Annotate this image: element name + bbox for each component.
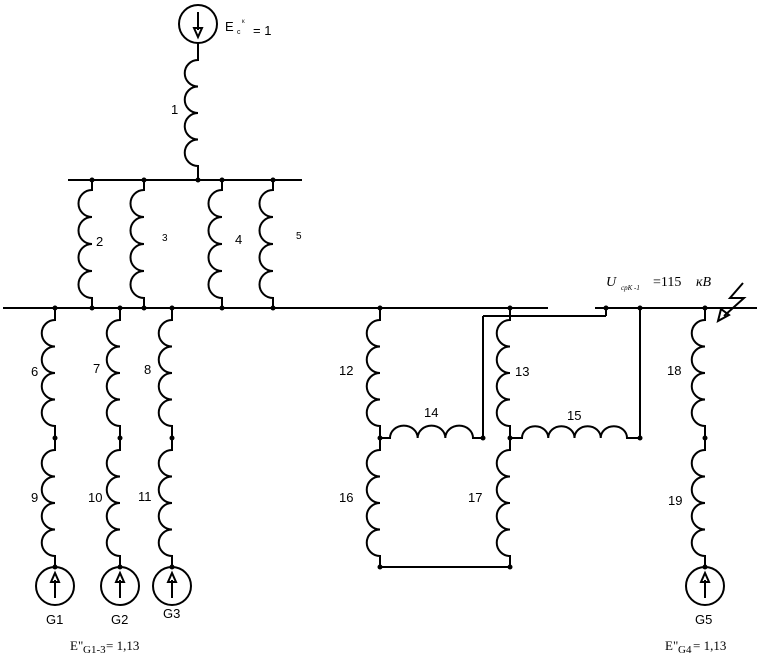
- junction-dot: [219, 305, 225, 311]
- junction-dot: [702, 435, 708, 441]
- element-label-17: 17: [468, 490, 482, 505]
- junction-dot: [52, 435, 58, 441]
- element-label-19: 19: [668, 493, 682, 508]
- element-label-6: 6: [31, 364, 38, 379]
- junction-dot: [117, 435, 123, 441]
- reactance-6: [40, 308, 56, 438]
- reactance-8: [157, 308, 173, 438]
- reactance-9: [40, 438, 56, 567]
- reactance-10: [105, 438, 121, 567]
- junctions: [52, 177, 708, 570]
- reactance-14: [380, 424, 483, 439]
- reactance-17: [495, 438, 511, 567]
- voltage-sub: срК -1: [621, 284, 640, 292]
- reactance-5: [258, 180, 274, 308]
- junction-dot: [89, 305, 95, 311]
- reactance-18: [690, 308, 706, 438]
- junction-dot: [507, 435, 513, 441]
- junction-dot: [52, 564, 58, 570]
- element-label-15: 15: [567, 408, 581, 423]
- wires: [3, 4, 757, 606]
- emf-g13-sub: G1-3: [83, 644, 106, 656]
- emf-g13-label: E": [70, 638, 83, 653]
- arrow-up-icon: [49, 570, 61, 583]
- arrow-up-icon: [114, 570, 126, 583]
- junction-dot: [52, 305, 58, 311]
- element-label-13: 13: [515, 364, 529, 379]
- voltage-symbol: U: [606, 275, 617, 290]
- element-label-1: 1: [171, 102, 178, 117]
- element-label-3: 3: [162, 233, 168, 244]
- junction-dot: [702, 305, 708, 311]
- source-value: = 1: [253, 23, 271, 38]
- reactance-16: [365, 438, 381, 567]
- element-label-9: 9: [31, 490, 38, 505]
- junction-dot: [637, 305, 643, 311]
- source-sub: c: [237, 29, 241, 36]
- element-label-11: 11: [138, 489, 152, 504]
- junction-dot: [169, 305, 175, 311]
- junction-dot: [377, 435, 383, 441]
- emf-g4-sub: G4: [678, 644, 692, 656]
- junction-dot: [117, 564, 123, 570]
- element-label-4: 4: [235, 232, 242, 247]
- voltage-unit: кВ: [696, 275, 712, 290]
- generator-label-g1: G1: [46, 612, 63, 627]
- element-label-2: 2: [96, 234, 103, 249]
- element-label-5: 5: [296, 231, 302, 242]
- element-label-7: 7: [93, 361, 100, 376]
- reactance-11: [157, 438, 173, 567]
- generator-label-g5: G5: [695, 612, 712, 627]
- source-label: E: [225, 19, 234, 34]
- element-label-14: 14: [424, 405, 438, 420]
- arrow-up-icon: [699, 570, 711, 583]
- junction-dot: [377, 564, 383, 570]
- reactance-4: [207, 180, 223, 308]
- junction-dot: [219, 177, 225, 183]
- junction-dot: [141, 177, 147, 183]
- fault-lightning-icon: [723, 282, 747, 317]
- junction-dot: [377, 305, 383, 311]
- junction-dot: [480, 435, 486, 441]
- element-label-8: 8: [144, 362, 151, 377]
- junction-dot: [270, 177, 276, 183]
- junction-dot: [141, 305, 147, 311]
- element-label-18: 18: [667, 363, 681, 378]
- junction-dot: [637, 435, 643, 441]
- emf-g13-value: = 1,13: [106, 638, 139, 653]
- voltage-value: =115: [653, 275, 681, 290]
- reactance-13: [495, 308, 511, 438]
- source-sup: к: [242, 19, 245, 25]
- junction-dot: [169, 564, 175, 570]
- junction-dot: [507, 305, 513, 311]
- reactance-12: [365, 308, 381, 438]
- arrow-down-icon: [192, 27, 204, 40]
- element-label-10: 10: [88, 490, 102, 505]
- junction-dot: [702, 564, 708, 570]
- reactance-7: [105, 308, 121, 438]
- junction-dot: [195, 177, 201, 183]
- junction-dot: [169, 435, 175, 441]
- emf-g4-value: = 1,13: [693, 638, 726, 653]
- arrow-up-icon: [166, 570, 178, 583]
- reactance-19: [690, 438, 706, 567]
- element-label-16: 16: [339, 490, 353, 505]
- junction-dot: [117, 305, 123, 311]
- junction-dot: [270, 305, 276, 311]
- reactance-1: [183, 43, 199, 180]
- emf-g4-label: E": [665, 638, 678, 653]
- junction-dot: [507, 564, 513, 570]
- generator-label-g2: G2: [111, 612, 128, 627]
- generator-label-g3: G3: [163, 606, 180, 621]
- reactance-2: [77, 180, 93, 308]
- junction-dot: [89, 177, 95, 183]
- junction-dot: [603, 305, 609, 311]
- reactance-15: [510, 425, 640, 439]
- fault-arrow-icon: [716, 307, 731, 323]
- reactance-3: [129, 180, 145, 308]
- element-label-12: 12: [339, 363, 353, 378]
